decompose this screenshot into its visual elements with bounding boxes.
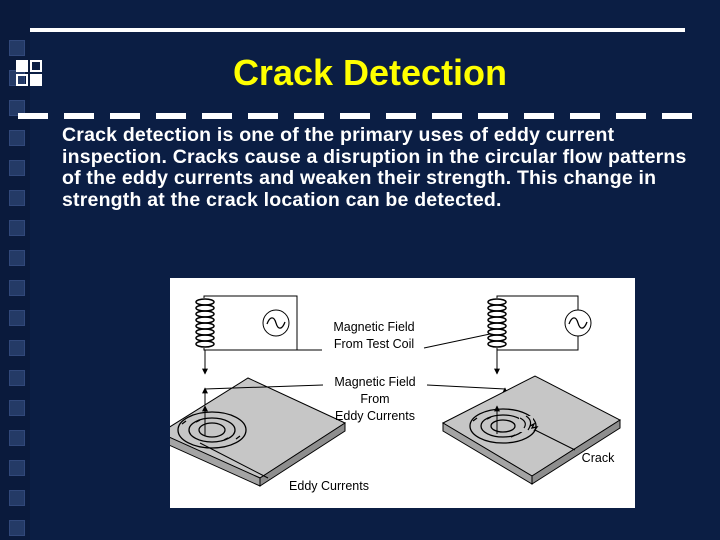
strip-square (9, 370, 25, 386)
left-coil-circuit (195, 295, 298, 414)
label-field-eddy-3: Eddy Currents (335, 409, 415, 423)
left-test-coil-icon (195, 298, 215, 348)
page-title: Crack Detection (232, 52, 508, 93)
label-field-coil-2: From Test Coil (334, 337, 414, 351)
right-eddy-current-loops (469, 405, 537, 444)
strip-square (9, 310, 25, 326)
strip-square (9, 250, 25, 266)
strip-square (9, 220, 25, 236)
strip-square (9, 520, 25, 536)
label-eddy-currents: Eddy Currents (289, 479, 369, 493)
strip-square (9, 460, 25, 476)
strip-square (9, 490, 25, 506)
strip-square (9, 430, 25, 446)
strip-square (9, 100, 25, 116)
strip-square (9, 130, 25, 146)
strip-square (9, 400, 25, 416)
left-decor-strip (0, 0, 30, 540)
callout-lines (199, 333, 576, 479)
label-crack: Crack (582, 451, 615, 465)
crack-mark (529, 422, 539, 432)
strip-square (9, 160, 25, 176)
top-rule (30, 28, 685, 32)
label-field-coil-1: Magnetic Field (333, 320, 414, 334)
left-eddy-current-loops (177, 405, 247, 449)
body-paragraph: Crack detection is one of the primary us… (62, 124, 687, 211)
eddy-current-diagram: Magnetic Field From Test Coil Magnetic F… (170, 278, 635, 508)
label-field-eddy-1: Magnetic Field (334, 375, 415, 389)
label-field-eddy-2: From (360, 392, 389, 406)
left-test-plate (170, 377, 347, 487)
strip-square (9, 280, 25, 296)
strip-square (9, 190, 25, 206)
title-bullet-icon (16, 60, 44, 88)
strip-square (9, 40, 25, 56)
right-test-coil-icon (487, 298, 507, 348)
strip-square (9, 340, 25, 356)
title-divider (18, 113, 708, 119)
right-coil-circuit (487, 295, 592, 414)
